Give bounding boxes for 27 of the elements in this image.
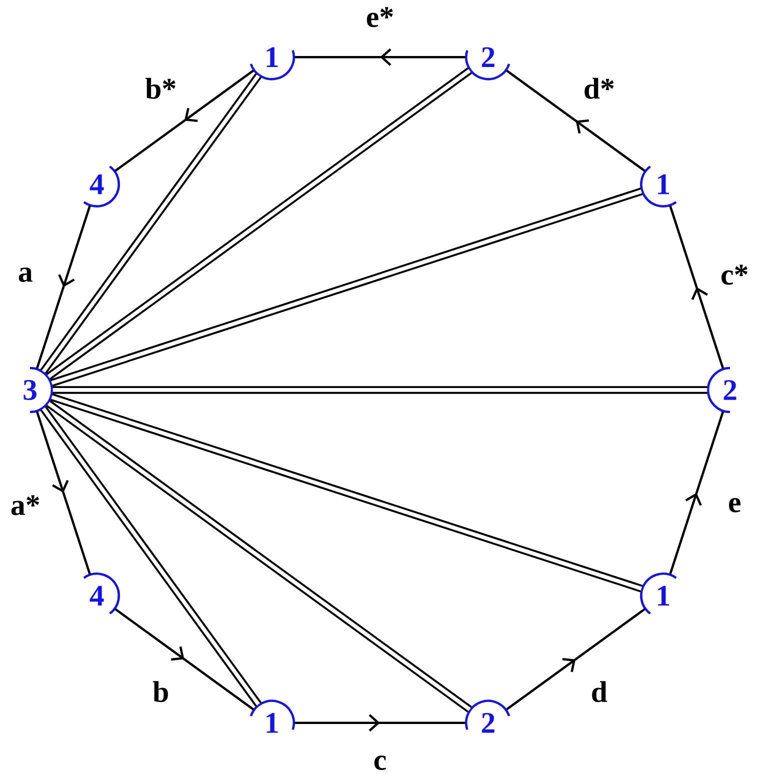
vertex-label: 1: [250, 47, 295, 80]
edge-label: b*: [143, 76, 178, 101]
vertex-label: 4: [83, 572, 120, 614]
double-line: [46, 400, 472, 713]
edge-label: b: [150, 679, 171, 704]
vertex-label: 3: [24, 366, 54, 414]
edge-label: d: [589, 679, 610, 704]
double-line: [40, 73, 262, 374]
double-line: [46, 67, 472, 380]
edge-label: c*: [718, 263, 750, 287]
vertex-label: 1: [640, 572, 677, 614]
double-line: [50, 188, 643, 387]
edge-label: c: [372, 754, 388, 772]
vertex-label: 1: [640, 166, 677, 208]
edge-label: d*: [582, 76, 617, 101]
vertex-label: 2: [465, 700, 510, 733]
vertex-label: 2: [465, 47, 510, 80]
edge-label: e*: [364, 5, 396, 29]
double-line: [52, 386, 708, 394]
edge-label: a: [16, 266, 35, 284]
edge-label: a*: [8, 493, 42, 517]
vertex-label: 2: [706, 366, 736, 414]
vertex-label: 1: [250, 700, 295, 733]
double-line: [40, 406, 262, 707]
edge-label: e: [726, 496, 743, 514]
vertex-label: 4: [83, 166, 120, 208]
double-line: [50, 393, 643, 592]
